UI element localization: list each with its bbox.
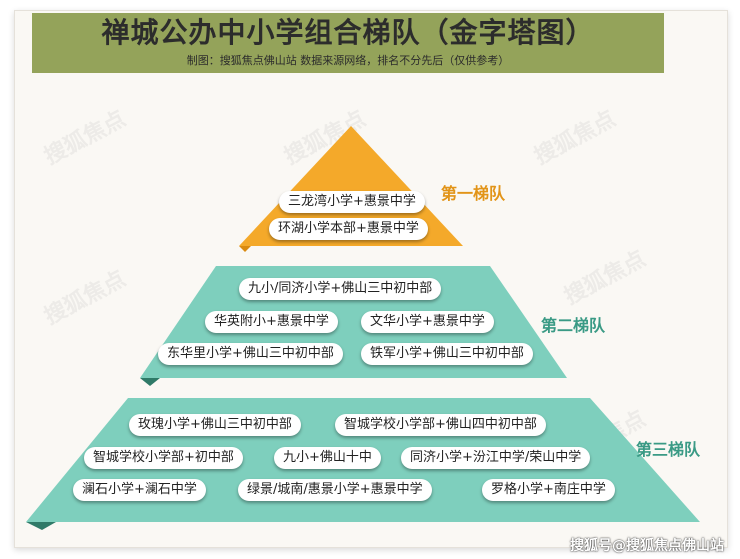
tier-2-combo: 文华小学+惠景中学 xyxy=(361,311,494,333)
page-subtitle: 制图：搜狐焦点佛山站 数据来源网络，排名不分先后（仅供参考） xyxy=(186,54,510,67)
tier-2-shadow xyxy=(140,378,160,386)
tier-1-shape xyxy=(239,126,463,246)
tier-1-combo: 环湖小学本部+惠景中学 xyxy=(269,218,428,240)
tier-3-combo: 澜石小学+澜石中学 xyxy=(73,479,206,501)
tier-3-combo: 绿景/城南/惠景小学+惠景中学 xyxy=(238,479,432,501)
tier-3-combo: 玫瑰小学+佛山三中初中部 xyxy=(129,414,301,436)
tier-3-combo: 九小+佛山十中 xyxy=(274,447,381,469)
tier-2-label: 第二梯队 xyxy=(541,316,606,335)
tier-3-label: 第三梯队 xyxy=(636,440,701,459)
tier-1-combo: 三龙湾小学+惠景中学 xyxy=(279,191,425,213)
source-watermark: 搜狐号@搜狐焦点佛山站 xyxy=(570,538,724,554)
tier-3-combo: 同济小学+汾江中学/荣山中学 xyxy=(401,447,591,469)
tier-3-shadow xyxy=(26,522,56,530)
tier-2-combo: 九小/同济小学+佛山三中初中部 xyxy=(239,278,442,300)
tier-1-shadow xyxy=(239,246,251,252)
tier-2-combo: 铁军小学+佛山三中初中部 xyxy=(361,343,533,365)
page-title: 禅城公办中小学组合梯队（金字塔图） xyxy=(101,16,595,49)
title-banner xyxy=(32,13,664,73)
tier-3-combo: 智城学校小学部+初中部 xyxy=(84,447,243,469)
tier-3-combo: 罗格小学+南庄中学 xyxy=(482,479,615,501)
tier-2-combo: 东华里小学+佛山三中初中部 xyxy=(158,343,343,365)
tier-1-label: 第一梯队 xyxy=(441,184,506,203)
tier-2-combo: 华英附小+惠景中学 xyxy=(205,311,338,333)
tier-3-combo: 智城学校小学部+佛山四中初中部 xyxy=(335,414,546,436)
